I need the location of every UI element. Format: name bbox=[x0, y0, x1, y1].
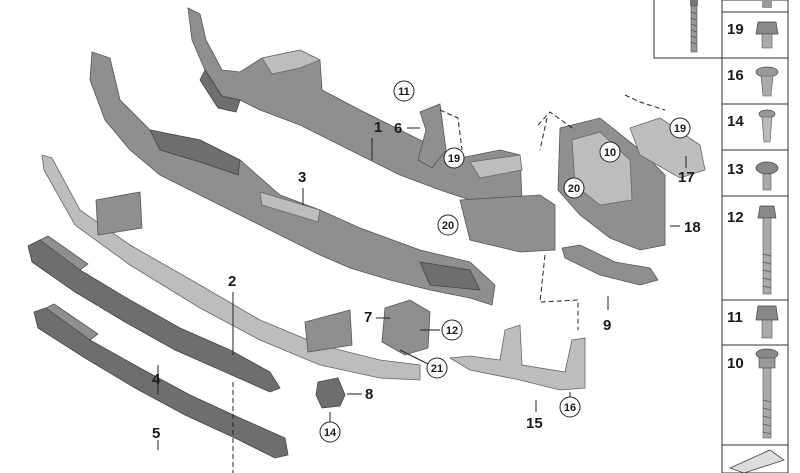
leader-lines bbox=[157, 127, 687, 450]
part-6-bracket bbox=[417, 103, 447, 169]
circle-label-21: 21 bbox=[426, 357, 448, 379]
part-7-holder bbox=[381, 299, 431, 356]
part-20-plate bbox=[459, 194, 556, 253]
label-2: 2 bbox=[228, 273, 236, 290]
expanding-rivet-icon bbox=[758, 109, 776, 143]
part-8-sensor bbox=[315, 377, 346, 409]
circle-label-10: 10 bbox=[599, 141, 621, 163]
svg-text:12: 12 bbox=[727, 209, 744, 226]
hex-bolt-icon bbox=[755, 305, 779, 339]
fastener-row-10: 10 bbox=[727, 348, 779, 439]
label-3: 3 bbox=[298, 169, 306, 186]
svg-text:13: 13 bbox=[727, 161, 744, 178]
svg-text:10: 10 bbox=[604, 147, 616, 159]
svg-text:14: 14 bbox=[324, 427, 337, 439]
circle-label-19-right: 19 bbox=[669, 117, 691, 139]
svg-text:19: 19 bbox=[448, 153, 460, 165]
label-5: 5 bbox=[152, 425, 160, 442]
svg-text:10: 10 bbox=[727, 355, 744, 372]
svg-text:19: 19 bbox=[674, 123, 686, 135]
fastener-row-13: 13 bbox=[727, 161, 779, 191]
fastener-table: 19 16 14 13 bbox=[721, 0, 789, 473]
fastener-row-14: 14 bbox=[727, 109, 776, 143]
label-15: 15 bbox=[526, 415, 543, 432]
svg-text:16: 16 bbox=[564, 402, 576, 414]
svg-text:20: 20 bbox=[568, 183, 580, 195]
label-1: 1 bbox=[374, 119, 382, 136]
circle-label-14: 14 bbox=[319, 421, 341, 443]
part-15-bracket-arm bbox=[448, 324, 586, 391]
push-rivet-icon bbox=[755, 66, 779, 97]
circle-label-19-left: 19 bbox=[443, 147, 465, 169]
circle-label-20-left: 20 bbox=[437, 214, 459, 236]
part-number-labels: 1 3 2 4 5 6 7 8 9 15 17 18 bbox=[152, 119, 701, 442]
svg-text:16: 16 bbox=[727, 67, 744, 84]
label-9: 9 bbox=[603, 317, 611, 334]
part-4-lower-strip bbox=[27, 235, 281, 393]
flange-bolt-icon bbox=[755, 348, 779, 439]
long-screw-icon bbox=[690, 0, 698, 53]
circle-label-20-right: 20 bbox=[563, 177, 585, 199]
svg-text:19: 19 bbox=[727, 21, 744, 38]
fastener-row-12: 12 bbox=[727, 205, 777, 295]
part-2-impact-beam bbox=[41, 154, 421, 381]
circled-labels: 11 19 20 20 10 19 12 21 bbox=[319, 80, 691, 443]
label-8: 8 bbox=[365, 386, 373, 403]
corner-mark-icon bbox=[728, 449, 785, 473]
circle-label-16: 16 bbox=[559, 396, 581, 418]
circle-label-12: 12 bbox=[441, 319, 463, 341]
long-hex-bolt-icon bbox=[757, 205, 777, 295]
fastener-row-16: 16 bbox=[727, 66, 779, 97]
label-4: 4 bbox=[152, 371, 161, 388]
fastener-row-11: 11 bbox=[727, 305, 779, 339]
svg-text:11: 11 bbox=[727, 309, 743, 326]
circle-label-11: 11 bbox=[393, 80, 415, 102]
part-9-lower-bracket bbox=[561, 244, 659, 286]
svg-text:21: 21 bbox=[431, 363, 443, 375]
clip-nut-icon bbox=[755, 21, 779, 49]
top-fastener-box bbox=[653, 0, 723, 59]
svg-text:11: 11 bbox=[398, 86, 410, 98]
label-18: 18 bbox=[684, 219, 701, 236]
svg-text:12: 12 bbox=[446, 325, 458, 337]
svg-text:14: 14 bbox=[727, 113, 744, 130]
fastener-row-19: 19 bbox=[727, 21, 779, 49]
label-6: 6 bbox=[394, 120, 402, 137]
part-3-absorber bbox=[89, 51, 496, 306]
assembly-dashed-lines bbox=[232, 94, 666, 473]
svg-text:20: 20 bbox=[442, 220, 454, 232]
label-17: 17 bbox=[678, 169, 695, 186]
label-7: 7 bbox=[364, 309, 372, 326]
part-5-lower-grille bbox=[33, 303, 289, 459]
flange-screw-icon bbox=[755, 161, 779, 191]
